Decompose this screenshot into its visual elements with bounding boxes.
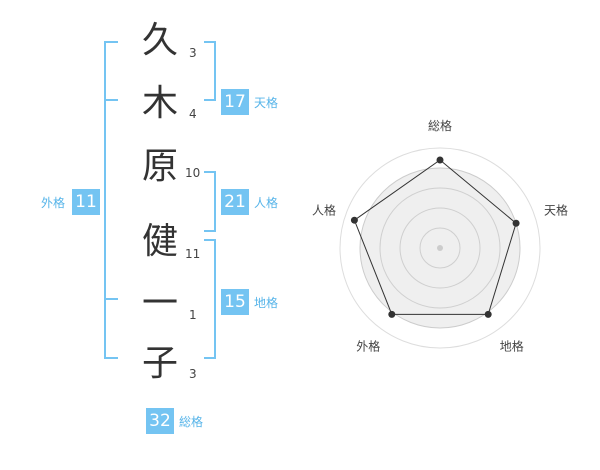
soukaku-value-badge: 32 (146, 408, 174, 434)
chikaku-label: 地格 (254, 296, 279, 310)
name-char-3: 原 (141, 146, 178, 187)
radar-point-2 (512, 219, 520, 227)
stroke-count-4: 11 (185, 247, 201, 261)
name-char-6: 子 (141, 343, 178, 384)
radar-outer-ring (339, 147, 541, 349)
gaikaku-label: 外格 (41, 196, 66, 210)
radar-point-1 (436, 156, 444, 164)
name-char-5: 一 (141, 283, 178, 324)
gaikaku-bracket-top-tick (104, 41, 118, 43)
tenkaku-bracket (214, 41, 216, 101)
radar-axis-label-5: 人格 (312, 202, 336, 217)
radar-polygon (353, 159, 517, 315)
radar-axis-label-4: 外格 (356, 339, 380, 354)
gaikaku-value-badge: 11 (72, 189, 100, 215)
name-char-2: 木 (141, 83, 178, 124)
chikaku-bracket (214, 239, 216, 359)
tenkaku-bracket-top-tick (204, 41, 216, 43)
stroke-count-2: 4 (189, 107, 197, 121)
radar-axis-label-2: 天格 (544, 202, 568, 217)
radar-axis-label-1: 総格 (428, 118, 452, 133)
tenkaku-value-badge: 17 (221, 89, 249, 115)
jinkaku-bracket-bottom-tick (204, 230, 216, 232)
name-char-1: 久 (141, 20, 178, 61)
jinkaku-value-badge: 21 (221, 189, 249, 215)
gaikaku-bracket-mid-tick-2 (104, 298, 118, 300)
radar-center-dot (437, 245, 443, 251)
chikaku-bracket-bottom-tick (204, 357, 216, 359)
tenkaku-bracket-bottom-tick (204, 99, 216, 101)
radar-point-5 (350, 216, 358, 224)
gaikaku-bracket-bottom-tick (104, 357, 118, 359)
stroke-count-3: 10 (185, 166, 201, 180)
jinkaku-bracket-top-tick (204, 171, 216, 173)
jinkaku-label: 人格 (254, 196, 279, 210)
radar-point-3 (484, 310, 492, 318)
jinkaku-bracket (214, 171, 216, 232)
chikaku-value-badge: 15 (221, 289, 249, 315)
radar-ring-1 (419, 227, 461, 269)
soukaku-label: 総格 (179, 415, 204, 429)
name-char-4: 健 (141, 221, 178, 262)
stroke-count-1: 3 (189, 46, 197, 60)
stroke-count-6: 3 (189, 367, 197, 381)
radar-ring-2 (399, 207, 481, 289)
chikaku-bracket-top-tick (204, 239, 216, 241)
gaikaku-bracket-mid-tick-1 (104, 99, 118, 101)
tenkaku-label: 天格 (254, 96, 279, 110)
stroke-count-5: 1 (189, 308, 197, 322)
gaikaku-bracket (104, 41, 106, 359)
radar-ring-3 (379, 187, 501, 309)
radar-point-4 (388, 310, 396, 318)
radar-axis-label-3: 地格 (500, 339, 524, 354)
